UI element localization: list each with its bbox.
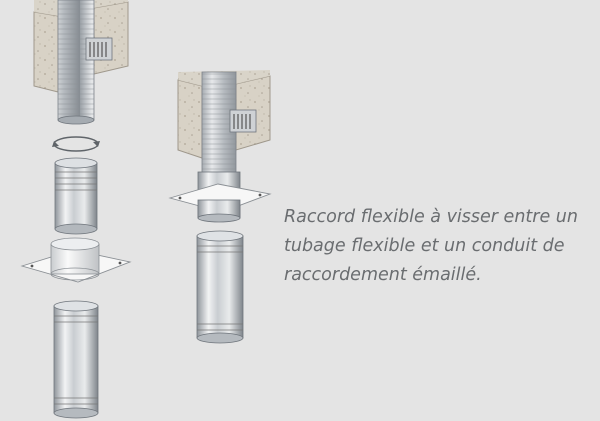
right-enamelled-pipe: [196, 230, 244, 344]
right-ceiling-plate: [168, 171, 272, 223]
caption-line-1: Raccord flexible à visser entre un: [284, 207, 578, 227]
right-vent-grille: [229, 109, 257, 133]
left-enamelled-pipe: [53, 300, 99, 419]
left-assembly: [20, 0, 132, 419]
left-flexible-liner: [57, 0, 95, 125]
caption-line-2: tubage flexible et un conduit de: [284, 236, 565, 256]
rotation-arrow-icon: [52, 136, 100, 152]
left-vent-grille: [85, 37, 113, 61]
left-threaded-connector: [54, 157, 98, 235]
left-ceiling-plate: [20, 237, 132, 283]
caption-line-3: raccordement émaillé.: [284, 265, 482, 285]
right-assembly: [168, 70, 272, 344]
caption-text: Raccord flexible à visser entre un tubag…: [284, 203, 594, 290]
